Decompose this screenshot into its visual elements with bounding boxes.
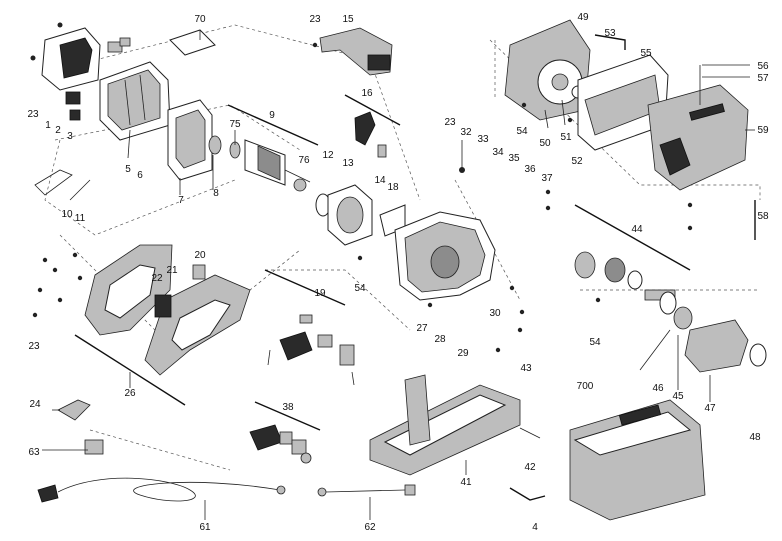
part-label-44: 44 [631,224,643,235]
group-brackets [74,34,756,431]
depth-lever [354,111,387,158]
armature [229,139,311,192]
part-label-47: 47 [704,403,716,414]
motor-cover-brand [647,84,749,191]
part-label-35: 35 [508,153,520,164]
handle-cover-latch [367,54,391,71]
part-label-41: 41 [460,477,472,488]
part-label-27: 27 [416,323,428,334]
part-label-75: 75 [229,119,241,130]
connector-cable [317,484,416,497]
part-label-54: 54 [516,126,528,137]
leader-lines [42,30,755,520]
shaft-pin [519,427,541,439]
part-label-4: 4 [532,522,538,533]
spring [69,179,91,201]
part-label-22: 22 [151,273,163,284]
part-label-62: 62 [364,522,376,533]
part-label-50: 50 [539,138,551,149]
part-label-33: 33 [477,134,489,145]
part-label-28: 28 [434,334,446,345]
part-label-21: 21 [166,265,178,276]
part-labels: 70 23 15 49 53 55 56 57 59 23 1 2 3 5 6 … [27,12,769,533]
part-label-38: 38 [282,402,294,413]
hex-key [509,487,546,501]
part-label-49: 49 [577,12,589,23]
part-label-43: 43 [520,363,532,374]
blade-guard [504,19,591,121]
field-coil [167,99,213,181]
part-label-48: 48 [749,432,761,443]
base-plate [369,374,521,476]
switch-parts [267,314,355,386]
part-label-53: 53 [604,28,616,39]
part-label-18: 18 [387,182,399,193]
part-label-12: 12 [322,150,334,161]
cable-protector [57,399,91,421]
part-label-52: 52 [571,156,583,167]
motor-housing [99,61,171,141]
part-label-37: 37 [541,173,553,184]
part-label-10: 10 [61,209,73,220]
part-label-55: 55 [640,48,652,59]
part-label-57: 57 [757,73,769,84]
part-label-5: 5 [125,164,131,175]
part-label-54: 54 [589,337,601,348]
lower-guard-assembly [574,251,767,373]
handle-assembly [84,244,251,376]
part-label-9: 9 [269,110,275,121]
part-label-23: 23 [444,117,456,128]
part-label-42: 42 [524,462,536,473]
spanner-clip [34,169,73,196]
gear-housing-flange [315,184,373,246]
part-label-56: 56 [757,61,769,72]
part-label-14: 14 [374,175,386,186]
switch-assembly [249,424,312,464]
end-cap-housing [41,27,131,121]
instruction-sheet [169,29,216,56]
part-label-8: 8 [213,188,219,199]
part-label-3: 3 [67,131,73,142]
part-label-34: 34 [492,147,504,158]
part-label-700: 700 [577,381,594,392]
part-label-63: 63 [28,447,40,458]
part-label-46: 46 [652,383,664,394]
saw-main-housing [394,211,496,301]
carry-case [569,399,706,521]
part-label-51: 51 [560,132,572,143]
screws [30,22,693,353]
part-label-19: 19 [314,288,326,299]
part-label-6: 6 [137,170,143,181]
part-label-26: 26 [124,388,136,399]
part-label-7: 7 [178,195,184,206]
part-label-32: 32 [460,127,472,138]
part-label-30: 30 [489,308,501,319]
part-label-58: 58 [757,211,769,222]
part-label-70: 70 [194,14,206,25]
part-label-36: 36 [524,164,536,175]
part-label-59: 59 [757,125,769,136]
part-label-76: 76 [298,155,310,166]
suppressor [84,439,104,455]
part-label-23: 23 [309,14,321,25]
part-label-15: 15 [342,14,354,25]
part-label-23: 23 [28,341,40,352]
part-label-13: 13 [342,158,354,169]
part-label-11: 11 [75,213,86,224]
bearing [208,135,222,155]
part-label-61: 61 [199,522,211,533]
power-cord [37,477,286,503]
part-label-2: 2 [55,125,61,136]
part-label-24: 24 [29,399,41,410]
part-label-20: 20 [194,250,206,261]
part-label-16: 16 [361,88,373,99]
part-label-1: 1 [45,120,51,131]
part-label-23: 23 [27,109,39,120]
part-label-45: 45 [672,391,684,402]
part-label-54: 54 [354,283,366,294]
part-label-29: 29 [457,348,469,359]
